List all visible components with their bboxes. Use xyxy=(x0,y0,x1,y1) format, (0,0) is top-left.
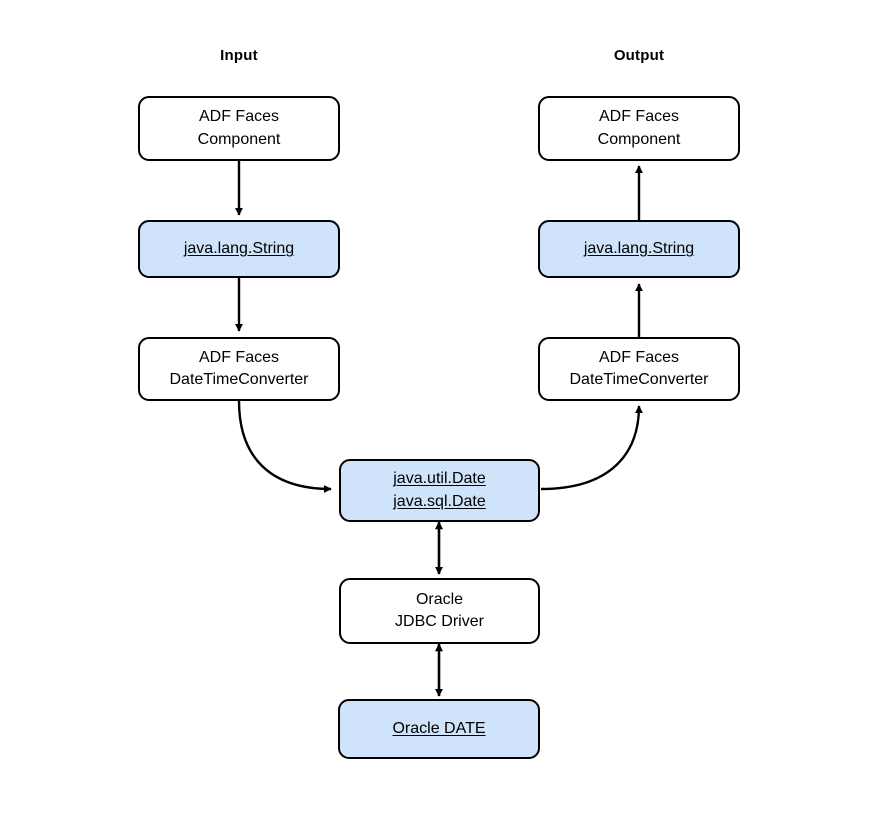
node-line: ADF Faces xyxy=(198,348,279,366)
node-output-adf-faces-component[interactable]: ADF Faces Component xyxy=(538,96,740,161)
node-line: Oracle xyxy=(415,590,464,608)
node-input-java-lang-string[interactable]: java.lang.String xyxy=(138,220,340,278)
node-line: Oracle DATE xyxy=(392,719,486,737)
node-output-adf-faces-datetimeconverter[interactable]: ADF Faces DateTimeConverter xyxy=(538,337,740,401)
node-line: DateTimeConverter xyxy=(169,371,309,388)
edge-input-converter-to-date xyxy=(237,400,332,493)
node-oracle-date[interactable]: Oracle DATE xyxy=(338,699,540,759)
node-java-date-types[interactable]: java.util.Date java.sql.Date xyxy=(339,459,540,522)
column-label-output: Output xyxy=(613,47,665,64)
edge-date-to-output-converter xyxy=(540,405,643,491)
column-label-input: Input xyxy=(220,47,258,64)
node-line: java.util.Date xyxy=(393,470,486,488)
node-line: ADF Faces xyxy=(598,348,679,366)
node-line: java.lang.String xyxy=(583,239,695,257)
node-line: ADF Faces xyxy=(198,108,279,126)
node-input-adf-faces-component[interactable]: ADF Faces Component xyxy=(138,96,340,161)
node-line: DateTimeConverter xyxy=(569,371,709,388)
node-line: ADF Faces xyxy=(598,108,679,126)
node-input-adf-faces-datetimeconverter[interactable]: ADF Faces DateTimeConverter xyxy=(138,337,340,401)
node-line: java.sql.Date xyxy=(393,492,486,510)
node-line: Component xyxy=(597,130,681,148)
node-line: Component xyxy=(197,130,281,148)
node-oracle-jdbc-driver[interactable]: Oracle JDBC Driver xyxy=(339,578,540,644)
node-line: JDBC Driver xyxy=(395,613,484,630)
node-line: java.lang.String xyxy=(183,239,295,257)
node-output-java-lang-string[interactable]: java.lang.String xyxy=(538,220,740,278)
